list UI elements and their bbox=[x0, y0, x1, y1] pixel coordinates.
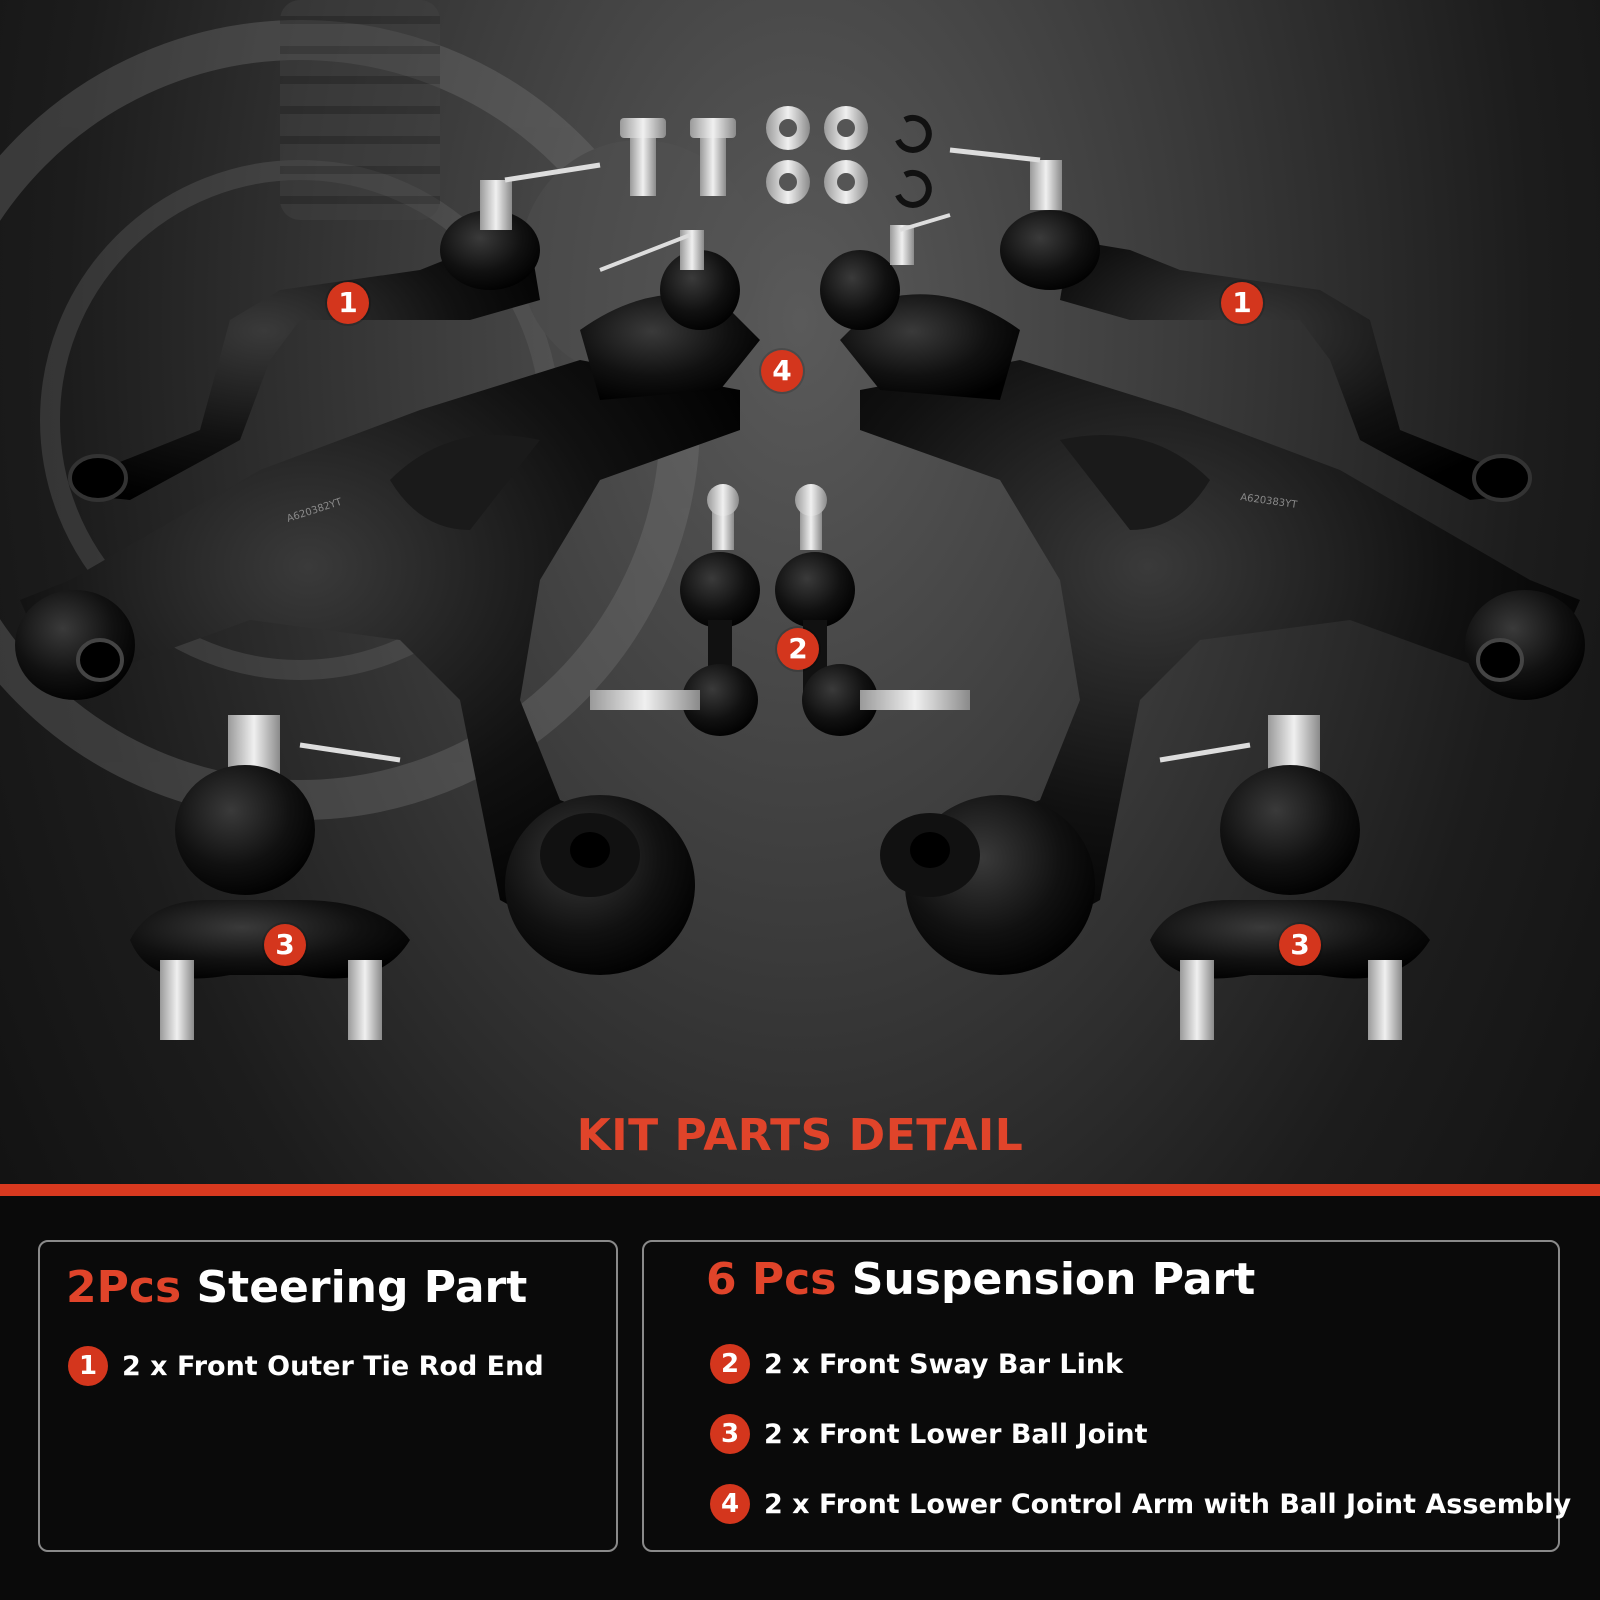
ball-joint-right bbox=[1150, 715, 1430, 1040]
sway-bar-link-right bbox=[775, 484, 970, 736]
list-item-suspension-3: 3 2 x Front Lower Ball Joint bbox=[710, 1414, 1148, 1454]
tie-rod-end-left bbox=[68, 162, 601, 502]
item-number-badge: 3 bbox=[710, 1414, 750, 1454]
steering-title-text: Steering Part bbox=[196, 1262, 528, 1313]
item-label: 2 x Front Lower Ball Joint bbox=[764, 1418, 1148, 1450]
section-title: KIT PARTS DETAIL bbox=[576, 1110, 1024, 1161]
callout-badge-control-arm: 4 bbox=[761, 350, 803, 392]
list-item-suspension-4: 4 2 x Front Lower Control Arm with Ball … bbox=[710, 1484, 1571, 1524]
item-number-badge: 1 bbox=[68, 1346, 108, 1386]
steering-part-title: 2Pcs Steering Part bbox=[66, 1262, 527, 1313]
parts-illustration: A620382YT A620383YT bbox=[0, 0, 1585, 1040]
hardware-bolt-left bbox=[620, 118, 666, 196]
item-label: 2 x Front Lower Control Arm with Ball Jo… bbox=[764, 1488, 1572, 1520]
item-number-badge: 2 bbox=[710, 1344, 750, 1384]
item-label: 2 x Front Sway Bar Link bbox=[764, 1348, 1124, 1380]
steering-qty: 2Pcs bbox=[66, 1262, 182, 1313]
suspension-title-text: Suspension Part bbox=[851, 1254, 1256, 1305]
callout-badge-ball-joint-right: 3 bbox=[1279, 924, 1321, 966]
hardware-clips bbox=[895, 115, 932, 208]
control-arm-right: A620383YT bbox=[820, 213, 1585, 975]
callout-badge-ball-joint-left: 3 bbox=[264, 924, 306, 966]
callout-badge-tie-rod-right: 1 bbox=[1221, 282, 1263, 324]
hardware-bolt-right bbox=[690, 118, 736, 196]
control-arm-left: A620382YT bbox=[15, 230, 760, 975]
callout-badge-sway-bar-link: 2 bbox=[777, 628, 819, 670]
callout-badge-tie-rod-left: 1 bbox=[327, 282, 369, 324]
sway-bar-link-left bbox=[590, 484, 760, 736]
item-label: 2 x Front Outer Tie Rod End bbox=[122, 1350, 544, 1382]
steering-part-box bbox=[38, 1240, 618, 1552]
details-panel bbox=[0, 1196, 1600, 1600]
suspension-qty: 6 Pcs bbox=[706, 1254, 837, 1305]
suspension-part-title: 6 Pcs Suspension Part bbox=[706, 1254, 1255, 1305]
suspension-part-box bbox=[642, 1240, 1560, 1552]
background-spring bbox=[280, 0, 440, 220]
item-number-badge: 4 bbox=[710, 1484, 750, 1524]
section-divider bbox=[0, 1184, 1600, 1196]
tie-rod-end-right bbox=[949, 147, 1532, 502]
hardware-nuts bbox=[766, 106, 868, 204]
list-item-suspension-2: 2 2 x Front Sway Bar Link bbox=[710, 1344, 1123, 1384]
list-item-steering-1: 1 2 x Front Outer Tie Rod End bbox=[68, 1346, 544, 1386]
